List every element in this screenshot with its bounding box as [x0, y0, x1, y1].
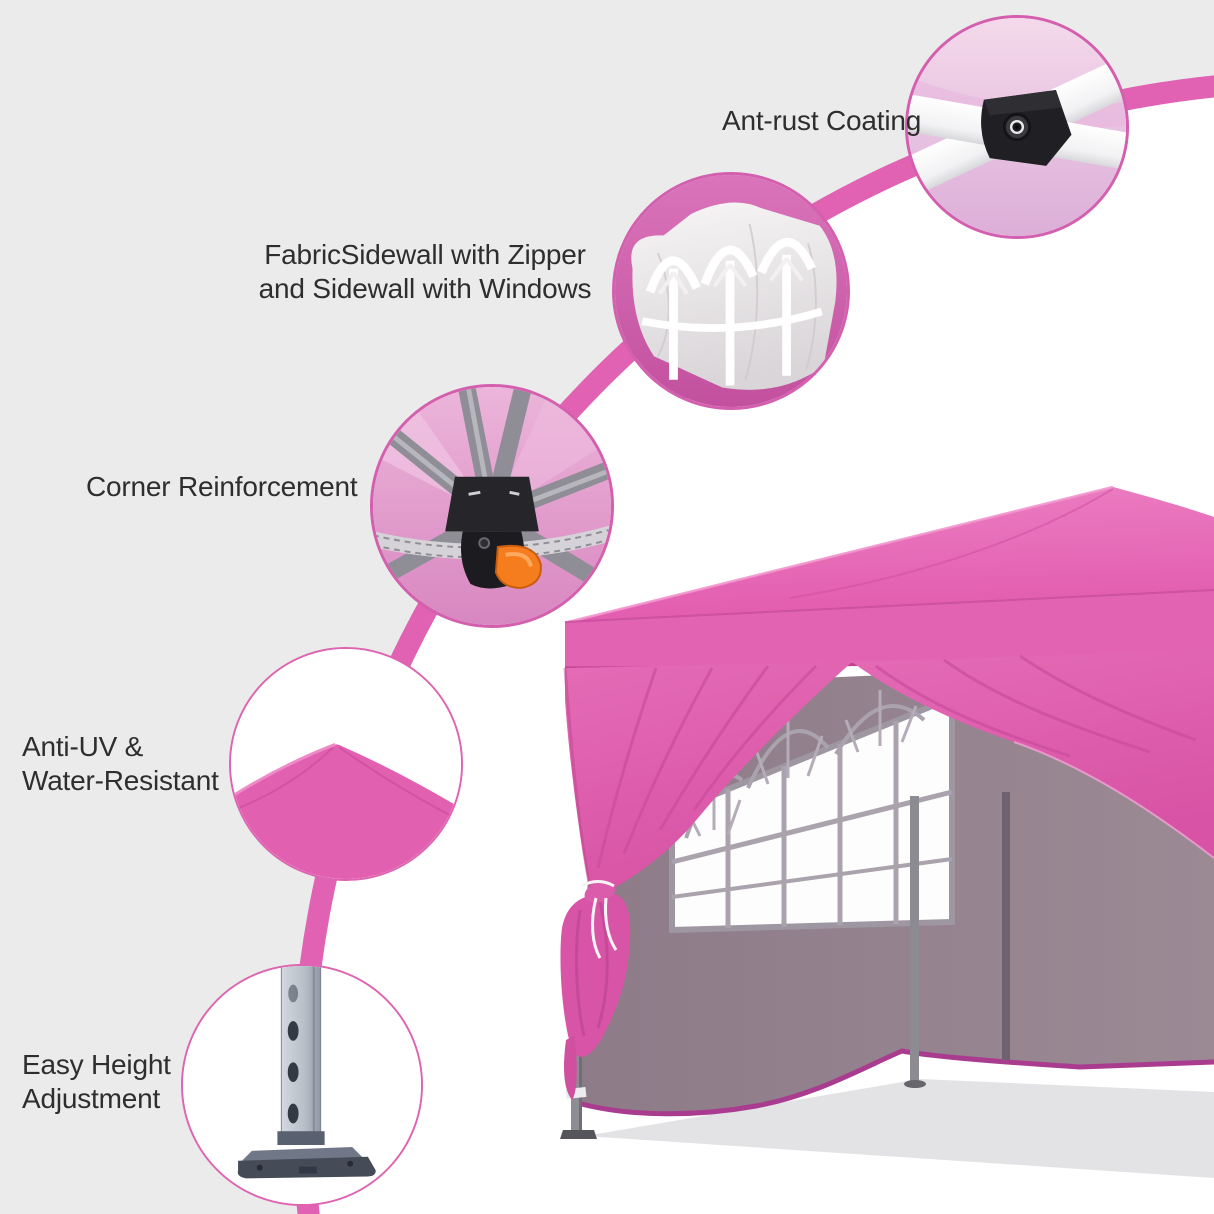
base-bolt	[256, 1164, 263, 1171]
lever-highlight	[505, 552, 533, 568]
joint-clamp-top	[983, 90, 1062, 116]
curtain-tail	[564, 1036, 577, 1100]
front-leg-foot	[560, 1130, 597, 1139]
left-drape-folds	[596, 664, 818, 869]
sidewall-window	[669, 690, 955, 934]
canopy-seams	[232, 746, 460, 821]
base-bolt	[347, 1160, 354, 1167]
ground-shadow	[585, 1079, 1214, 1178]
label-anti-uv: Anti-UV & Water-Resistant	[22, 730, 219, 798]
base-notch	[299, 1166, 317, 1174]
label-corner-reinforcement: Corner Reinforcement	[86, 471, 358, 502]
canopy-peak	[231, 744, 461, 879]
curtain-folds	[575, 901, 609, 1037]
canopy-valance	[565, 590, 1214, 668]
valance-top-seam	[564, 589, 1214, 623]
corner-reinforcement-callout	[370, 384, 614, 628]
label-line: Water-Resistant	[22, 765, 219, 796]
tie-strings	[581, 880, 618, 959]
window-fabric-photo	[615, 175, 847, 407]
window-tape-spokes	[658, 257, 804, 295]
middle-leg-foot	[904, 1080, 926, 1088]
pole-collar	[277, 1131, 325, 1145]
front-leg-shade	[579, 1012, 582, 1132]
left-drape-edge	[563, 667, 594, 899]
adjustment-holes	[287, 984, 299, 1124]
anti-rust-callout	[905, 15, 1129, 239]
right-drape-edge	[1013, 741, 1214, 859]
anti-uv-callout	[229, 647, 463, 881]
window-tape-arches	[641, 237, 823, 386]
label-line: Easy Height	[22, 1049, 171, 1080]
label-fabric-sidewall: FabricSidewall with Zipper and Sidewall …	[230, 238, 620, 306]
frame-joint-photo	[908, 18, 1126, 236]
label-line: FabricSidewall with Zipper	[264, 239, 586, 270]
sidewall-callout	[612, 172, 850, 410]
label-line: Adjustment	[22, 1083, 161, 1114]
canopy-edge-highlight	[234, 742, 336, 796]
corner-bracket-photo	[373, 387, 611, 625]
canopy-peak-photo	[231, 649, 461, 879]
label-line: and Sidewall with Windows	[258, 273, 592, 304]
right-drape-folds	[875, 654, 1197, 758]
sidewall-trim	[573, 1048, 1214, 1117]
rear-leg	[1002, 792, 1010, 1060]
label-line: Anti-UV &	[22, 731, 144, 762]
roof-seam	[789, 488, 1114, 599]
middle-leg	[910, 796, 919, 1082]
label-anti-rust-coating: Ant-rust Coating	[722, 105, 922, 136]
right-drape	[852, 650, 1214, 858]
curtain-knot	[584, 881, 616, 903]
bracket-marks	[468, 490, 520, 496]
joint-bolt-center	[1015, 125, 1019, 129]
adjustable-leg-photo	[183, 966, 421, 1204]
easy-height-callout	[181, 964, 423, 1206]
bracket-upper	[445, 476, 539, 532]
label-easy-height: Easy Height Adjustment	[22, 1048, 171, 1116]
roof-ridge-highlight	[567, 485, 1114, 624]
left-drape	[565, 662, 852, 900]
bracket-bolt	[478, 537, 491, 549]
orange-lever	[494, 544, 542, 589]
base-lip	[242, 1146, 364, 1161]
